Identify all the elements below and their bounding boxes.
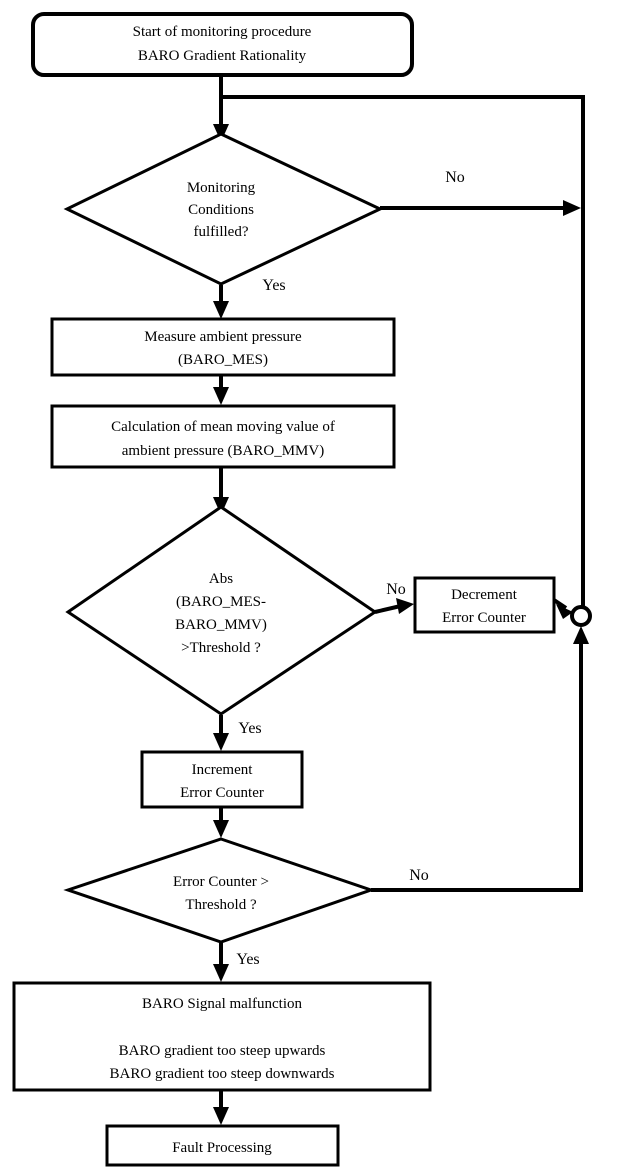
edge-label-conditions-yes: Yes — [262, 277, 285, 294]
node-calculation-line-2: ambient pressure (BARO_MMV) — [122, 443, 324, 459]
node-start-line-1: Start of monitoring procedure — [133, 24, 312, 40]
connector-measure-to-calculation — [213, 375, 229, 405]
node-measure-line-1: Measure ambient pressure — [144, 329, 302, 345]
node-malfunction[interactable]: BARO Signal malfunction BARO gradient to… — [12, 981, 432, 1092]
node-fault-processing[interactable]: Fault Processing — [105, 1124, 340, 1167]
node-junction — [570, 605, 592, 627]
node-threshold-line-1: Abs — [209, 571, 233, 587]
node-counter-line-2: Threshold ? — [185, 897, 257, 913]
node-fault-processing-label: Fault Processing — [172, 1140, 272, 1156]
node-threshold-line-2: (BARO_MES- — [176, 594, 266, 610]
connector-malfunction-to-fault — [213, 1090, 229, 1125]
edge-label-counter-yes: Yes — [236, 951, 259, 968]
node-decision-threshold[interactable]: Abs (BARO_MES- BARO_MMV) >Threshold ? — [65, 505, 378, 716]
node-decrement-line-1: Decrement — [451, 587, 518, 603]
connector-decrement-to-junction — [552, 598, 573, 619]
node-malfunction-line-4: BARO gradient too steep downwards — [110, 1066, 335, 1082]
connector-threshold-yes — [213, 715, 229, 751]
node-conditions-line-1: Monitoring — [187, 180, 256, 196]
node-decrement[interactable]: Decrement Error Counter — [413, 576, 556, 634]
node-threshold-line-4: >Threshold ? — [181, 640, 261, 656]
edge-label-conditions-no: No — [445, 169, 465, 186]
node-conditions-line-2: Conditions — [188, 202, 254, 218]
connector-return-loop-top — [221, 95, 585, 616]
node-increment[interactable]: Increment Error Counter — [140, 750, 304, 809]
connector-start-to-conditions — [213, 75, 229, 142]
node-start-line-2: BARO Gradient Rationality — [138, 48, 307, 64]
connector-conditions-yes — [213, 285, 229, 319]
connector-counter-yes — [213, 943, 229, 982]
node-conditions-line-3: fulfilled? — [194, 224, 249, 240]
node-increment-line-1: Increment — [192, 762, 254, 778]
node-measure[interactable]: Measure ambient pressure (BARO_MES) — [50, 317, 396, 377]
node-start[interactable]: Start of monitoring procedure BARO Gradi… — [31, 12, 414, 77]
node-malfunction-line-1: BARO Signal malfunction — [142, 996, 302, 1012]
connector-threshold-no — [374, 598, 414, 614]
node-decision-conditions[interactable]: Monitoring Conditions fulfilled? — [63, 132, 384, 286]
connector-counter-no-to-junction — [573, 626, 589, 890]
node-decrement-line-2: Error Counter — [442, 610, 526, 626]
edge-label-threshold-yes: Yes — [238, 720, 261, 737]
node-counter-line-1: Error Counter > — [173, 874, 269, 890]
connector-conditions-no — [380, 200, 581, 216]
node-threshold-line-3: BARO_MMV) — [175, 617, 267, 633]
node-calculation-line-1: Calculation of mean moving value of — [111, 419, 335, 435]
node-malfunction-line-3: BARO gradient too steep upwards — [119, 1043, 326, 1059]
edge-label-threshold-no: No — [386, 581, 406, 598]
node-increment-line-2: Error Counter — [180, 785, 264, 801]
node-decision-counter[interactable]: Error Counter > Threshold ? — [63, 837, 376, 944]
edge-label-counter-no: No — [409, 867, 429, 884]
connector-increment-to-counter — [213, 808, 229, 838]
node-calculation[interactable]: Calculation of mean moving value of ambi… — [50, 404, 396, 469]
node-measure-line-2: (BARO_MES) — [178, 352, 268, 368]
